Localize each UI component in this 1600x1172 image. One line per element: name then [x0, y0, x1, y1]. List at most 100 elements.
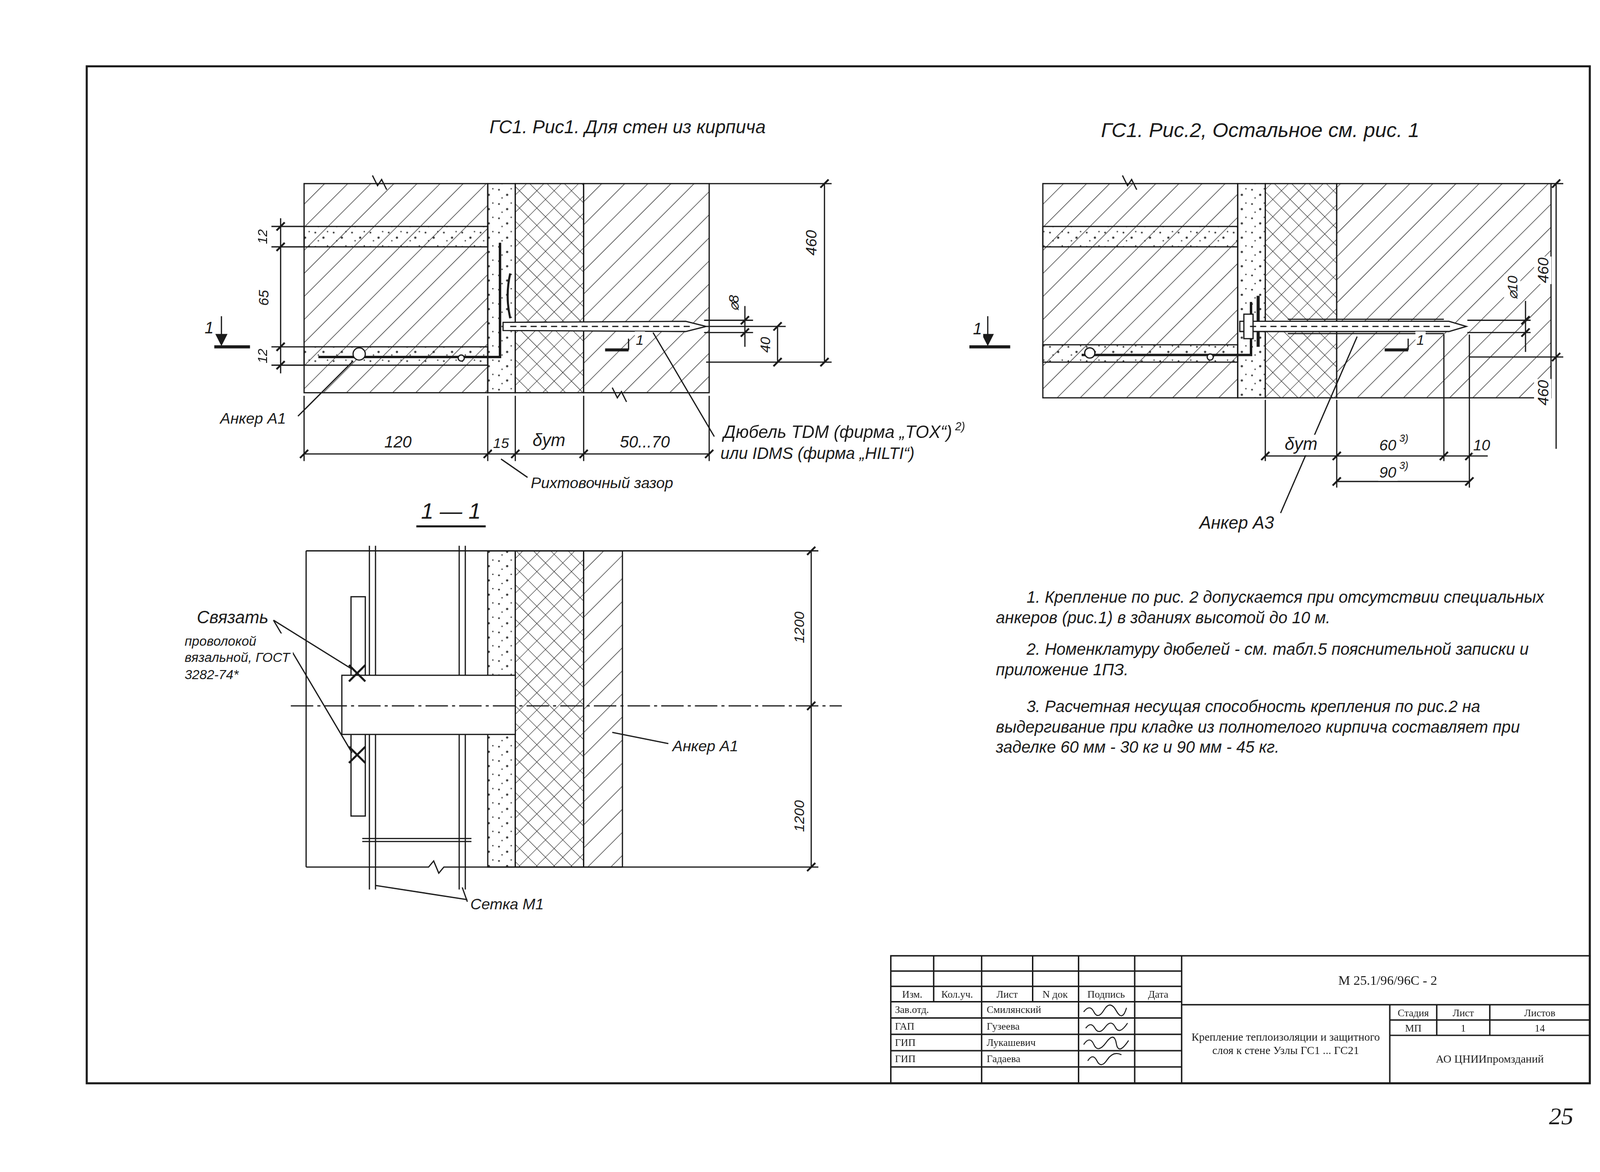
section-view [348, 746, 366, 763]
section-view [515, 550, 584, 868]
title-block [1389, 1005, 1391, 1084]
dimension: 120 [383, 433, 413, 452]
dimension-lines [514, 396, 516, 462]
section-title: 1 — 1 [419, 498, 483, 525]
section-view [622, 866, 819, 869]
dimension-lines-fig2 [1261, 451, 1474, 486]
section-marker [216, 334, 227, 345]
title-block [1134, 955, 1136, 1084]
dimension: ⌀10 [1503, 274, 1521, 301]
part-name: Анкер А3 [1198, 513, 1276, 534]
section-view [342, 675, 516, 735]
dimension-lines [303, 453, 709, 455]
section-view [612, 732, 669, 744]
figure-title: ГС1. Рис.2, Остальное см. рис. 1 [1099, 118, 1421, 143]
anchor-a1 [318, 242, 500, 357]
dimension-lines [776, 326, 779, 363]
dimension: 460 [1534, 378, 1552, 407]
dimension: 65 [255, 289, 272, 308]
title-block [1031, 955, 1034, 1002]
stamp-cell: Гузеева [985, 1020, 1021, 1033]
dimension: 40 [757, 335, 774, 355]
drawing-title: Крепление теплоизоляции и защитного слоя… [1187, 1030, 1384, 1057]
dimension-lines [276, 222, 285, 370]
dimension-lines-fig2 [1467, 332, 1531, 334]
dimension-lines-fig2 [1336, 399, 1338, 488]
section-view [622, 550, 819, 552]
dimension-lines-fig2 [982, 334, 993, 345]
title-block [1077, 955, 1080, 1084]
dimension-lines [773, 322, 782, 367]
dimension-lines-fig2 [1443, 334, 1445, 462]
note: Связать [195, 608, 270, 629]
section-view [348, 665, 366, 682]
title-block [1489, 1005, 1491, 1036]
sheet-frame [86, 66, 1590, 1084]
dimension-lines-fig2 [1336, 481, 1470, 483]
dimension-lines [271, 346, 304, 348]
brick-wall-section-fig2 [1237, 183, 1266, 398]
dimension: 10 [1471, 436, 1492, 454]
stamp-cell: 1 [1459, 1022, 1467, 1035]
section-view [362, 841, 472, 843]
title-block [891, 1001, 1182, 1003]
title-block [891, 1033, 1182, 1036]
section-marker [214, 316, 629, 350]
dimension-lines-fig2 [1555, 183, 1558, 449]
brick-wall-section-fig2 [1265, 183, 1337, 398]
section-view [362, 837, 472, 840]
dimension-lines [582, 396, 585, 462]
dimension-lines [487, 396, 489, 462]
dimension-lines-fig2 [1280, 336, 1357, 514]
title-block [1181, 955, 1183, 1084]
part-name: Дюбель TDM (фирма „TOX“) [722, 422, 954, 443]
dimension: 60 [1378, 436, 1398, 454]
brick-wall-section [372, 175, 387, 190]
anchor-a3 [1081, 301, 1252, 355]
brick-wall-section-fig2 [1042, 175, 1552, 398]
organization: АО ЦНИИпромзданий [1432, 1052, 1547, 1066]
dimension-lines [706, 361, 832, 364]
dimension: δут [531, 430, 567, 452]
part-name: или IDMS (фирма „HILTI“) [719, 444, 916, 464]
anchor-a3 [1084, 347, 1095, 358]
section-view [583, 550, 623, 868]
dimension-lines [823, 183, 826, 363]
stamp-cell: N док [1041, 988, 1069, 1001]
brick-wall-section [612, 387, 627, 403]
dimension-lines-fig2 [969, 179, 1564, 514]
signature [1083, 1005, 1127, 1017]
brick-wall-section-fig2 [1042, 226, 1238, 247]
anchor-a3 [1207, 354, 1214, 361]
stamp-cell: ГАП [893, 1020, 916, 1033]
stamp-cell: Подпись [1086, 988, 1127, 1001]
brick-wall-section [303, 175, 709, 402]
section-view [290, 705, 842, 708]
leader-lines [298, 332, 715, 478]
stamp-cell: Дата [1147, 988, 1170, 1001]
anchor-a3 [1081, 295, 1467, 361]
dimension-lines-fig2 [1524, 300, 1527, 353]
title-block [891, 955, 1590, 1084]
section-marker [627, 338, 630, 350]
section-view [810, 550, 813, 868]
title-block [891, 1066, 1182, 1069]
figure-title: ГС1. Рис1. Для стен из кирпича [488, 117, 767, 139]
signature [1083, 1037, 1129, 1050]
part-name: Анкер А1 [671, 737, 740, 755]
stamp-cell: Изм. [901, 988, 924, 1001]
stamp-cell: МП [1404, 1022, 1423, 1035]
dimension-lines-fig2 [1469, 356, 1564, 358]
footnote-mark: 3) [1398, 432, 1410, 445]
dimension: 15 [492, 434, 511, 452]
footnote-mark: 2) [954, 420, 967, 434]
dimension-lines-fig2 [1265, 455, 1488, 457]
dimension-lines [271, 225, 304, 228]
stamp-cell: Лукашевич [985, 1037, 1037, 1050]
brick-wall-section [303, 183, 488, 393]
dimension: 90 [1378, 463, 1398, 482]
section-view [306, 861, 623, 874]
dimension: 50...70 [618, 433, 671, 452]
stamp-cell: Стадия [1396, 1007, 1430, 1020]
